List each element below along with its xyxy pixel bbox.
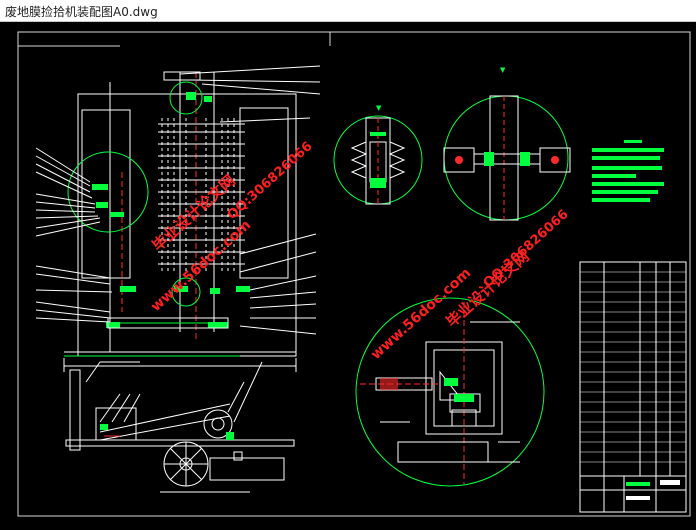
parts-list-table <box>579 261 687 513</box>
main-assembly-view <box>35 65 321 372</box>
watermark-left: www.56doc.com 毕业设计论文网 QQ:306826066 <box>148 139 315 315</box>
file-title: 废地膜捡拾机装配图A0.dwg <box>5 5 158 19</box>
technical-notes-block <box>592 140 664 202</box>
watermark-qq-left: QQ:306826066 <box>225 139 316 223</box>
drawing-canvas[interactable]: ▼ ▼ <box>0 22 696 526</box>
drawing-frame <box>17 31 691 517</box>
section-marker-icon: ▼ <box>376 104 382 112</box>
section-marker-icon: ▼ <box>500 66 506 74</box>
section-detail-a: ▼ <box>333 104 423 205</box>
section-detail-b: ▼ <box>443 66 571 221</box>
window-titlebar: 废地膜捡拾机装配图A0.dwg <box>0 0 696 22</box>
watermark-right: www.56doc.com 毕业设计论文网 QQ:306826066 <box>368 207 571 363</box>
cad-drawing[interactable]: ▼ ▼ <box>0 22 696 526</box>
gearbox-detail <box>355 297 545 487</box>
side-elevation-view <box>65 361 295 493</box>
